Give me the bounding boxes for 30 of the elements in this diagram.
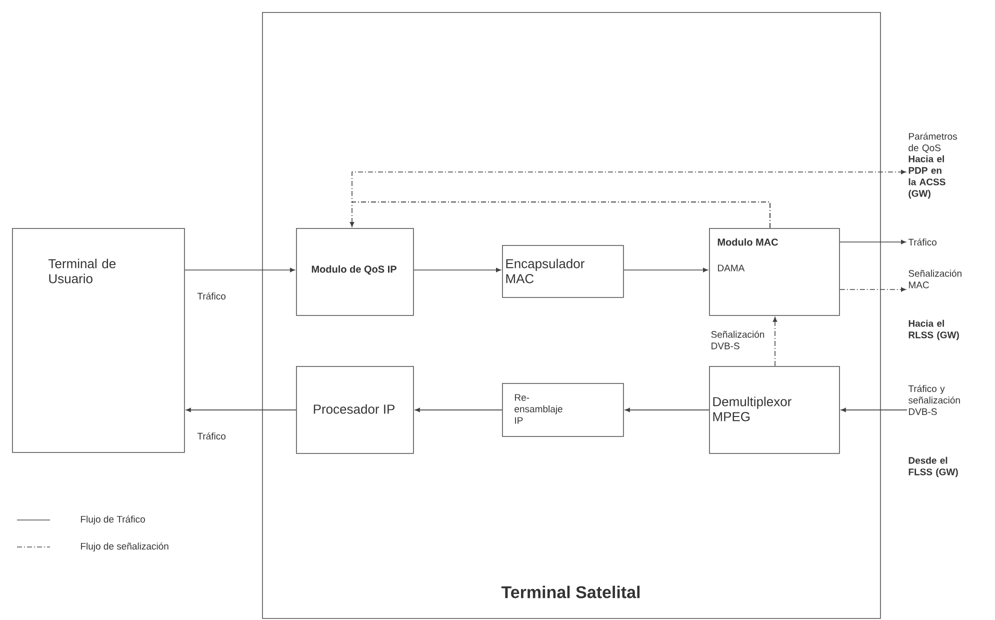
- direction-note: Hacia el RLSS (GW): [908, 320, 959, 340]
- edge-label: Tráfico: [196, 291, 227, 301]
- module-box: Encapsulador MAC: [502, 245, 624, 298]
- note-text: Parámetros de QoS: [908, 132, 957, 153]
- module-box: Demultiplexor MPEG: [709, 366, 840, 454]
- edge-label: Señalización DVB-S: [710, 330, 770, 350]
- arrow: [772, 316, 778, 366]
- module-box: Re- ensamblaje IP: [502, 383, 624, 437]
- module-box: Modulo MAC DAMA: [709, 228, 840, 316]
- text-label: Hacia el PDP en la ACSS (GW): [908, 155, 946, 199]
- terminal-box: Terminal de Usuario: [12, 228, 185, 453]
- text-label: Tráfico: [908, 238, 936, 246]
- arrow: [184, 268, 295, 272]
- text-label: Tráfico y señalización DVB-S: [908, 384, 960, 416]
- arrow: [840, 240, 906, 244]
- module-box: Modulo de QoS IP: [296, 228, 414, 316]
- arrow: [414, 268, 501, 272]
- module-box: Procesador IP: [296, 366, 414, 454]
- arrow: [186, 408, 296, 412]
- arrow: [352, 170, 906, 228]
- arrow: [625, 408, 710, 412]
- legend-item: Flujo de señalización: [16, 542, 168, 552]
- direction-note: Desde el FLSS (GW): [908, 456, 958, 478]
- text-label: Señalización MAC: [908, 270, 962, 288]
- edge-label: Tráfico: [196, 431, 227, 441]
- arrow: [841, 408, 908, 412]
- legend-item: Flujo de Tráfico: [16, 516, 145, 524]
- arrow: [415, 408, 502, 412]
- arrow: [624, 268, 708, 272]
- arrow: [840, 287, 906, 292]
